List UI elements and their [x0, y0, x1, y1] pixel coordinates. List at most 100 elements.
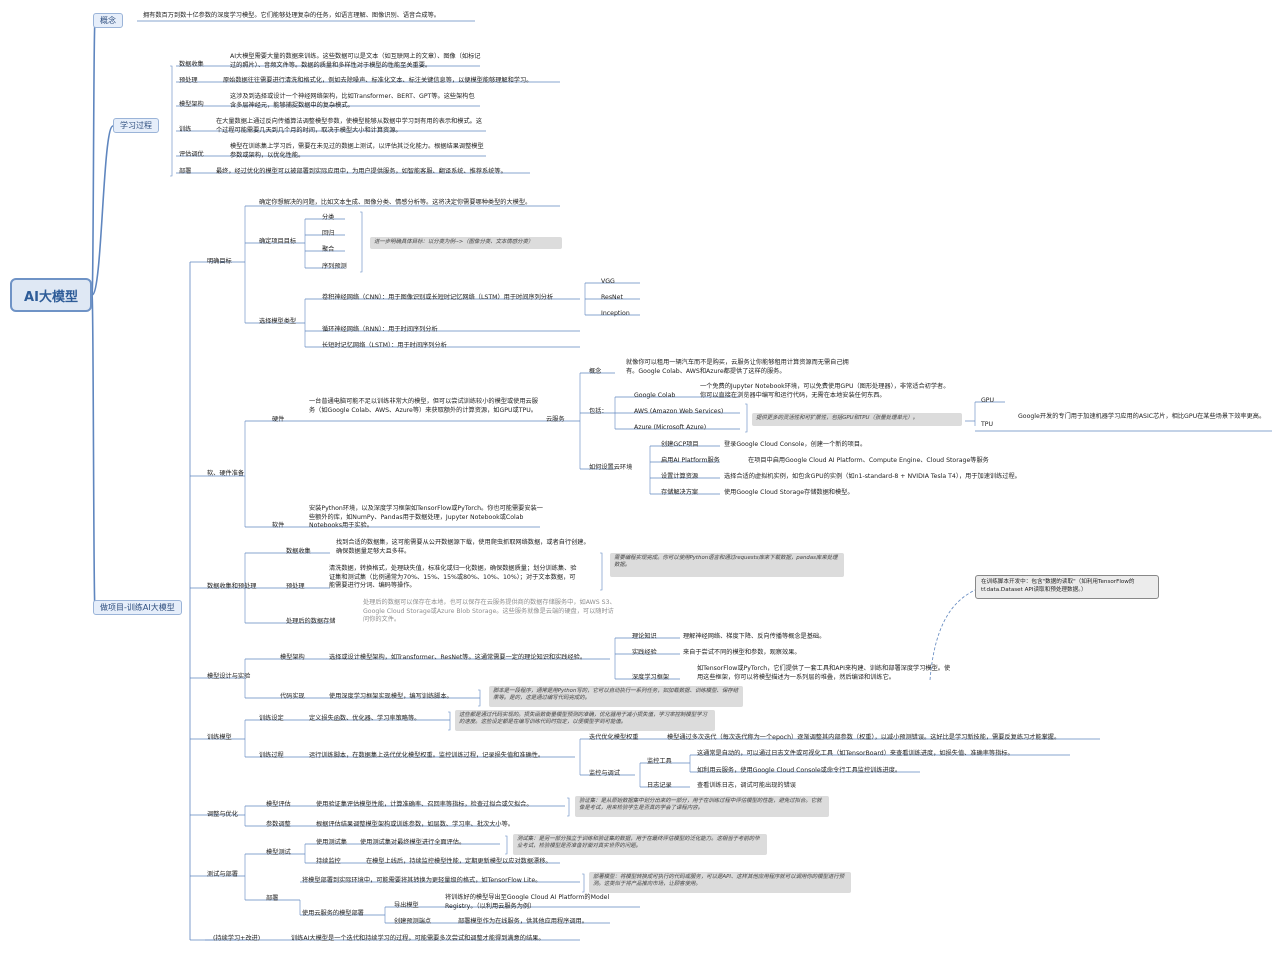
- model-type-node[interactable]: 选择模型类型: [259, 318, 297, 325]
- monitor-tools-node[interactable]: 监控工具: [647, 758, 672, 765]
- deploy-node[interactable]: 部署: [266, 895, 279, 902]
- project-node[interactable]: 做项目-训练AI大模型: [93, 600, 182, 615]
- pre-node[interactable]: 预处理: [286, 583, 305, 590]
- test-note: 测试集：是另一部分独立于训练和验证集的数据，用于在最终评估模型的泛化能力。这相当…: [513, 834, 767, 855]
- colab-text: 一个免费的Jupyter Notebook环境，可以免费使用GPU（图形处理器）…: [700, 383, 950, 399]
- learn-item-text: 最终，经过优化的模型可以被部署到实际应用中，为用户提供服务，如智能客服、翻译系统…: [216, 168, 507, 175]
- tpu-text: Google开发的专门用于加速机器学习应用的ASIC芯片，相比GPU在某些场景下…: [1018, 413, 1266, 420]
- cloud-more-note: 提供更多的灵活性和可扩展性，包括GPU和TPU（张量处理单元）。: [752, 413, 962, 426]
- cnn-item[interactable]: VGG: [601, 278, 615, 285]
- code-text: 使用深度学习框架实现模型，编写训练脚本。: [329, 693, 453, 700]
- theory-text: 理解神经网络、梯度下降、反向传播等概念是基础。: [683, 633, 826, 640]
- test-node[interactable]: 模型测试: [266, 849, 291, 856]
- hw-node[interactable]: 硬件: [272, 416, 285, 423]
- test-set-text: 使用测试集对最终模型进行全面评估。: [360, 839, 466, 846]
- learn-item-label[interactable]: 预处理: [179, 77, 198, 84]
- eval-node[interactable]: 模型评估: [266, 801, 291, 808]
- concept-node[interactable]: 概念: [93, 13, 123, 28]
- root-node[interactable]: AI大模型: [10, 278, 92, 312]
- azure-node[interactable]: Azure (Microsoft Azure): [634, 424, 707, 431]
- arch-node[interactable]: 模型架构: [280, 654, 305, 661]
- rnn-text: 循环神经网络（RNN）：用于时间序列分析: [322, 326, 438, 333]
- setup-step-text: 使用Google Cloud Storage存储数据和模型。: [724, 489, 854, 496]
- gpu-node[interactable]: GPU: [981, 397, 995, 404]
- tpu-node[interactable]: TPU: [981, 421, 994, 428]
- endpoint-node[interactable]: 创建预测端点: [394, 918, 432, 925]
- eval-text: 使用验证集评估模型性能，计算准确率、召回率等指标，检查过拟合或欠拟合。: [316, 801, 533, 808]
- learn-item-label[interactable]: 评估调优: [179, 151, 204, 158]
- collect-node[interactable]: 数据收集: [286, 548, 311, 555]
- cont-monitor-text: 在模型上线后，持续监控模型性能，定期更新模型以应对数据漂移。: [366, 858, 552, 865]
- train-setup-node[interactable]: 训练设定: [259, 715, 284, 722]
- aws-node[interactable]: AWS (Amazon Web Services): [634, 408, 724, 415]
- monitor-cloud-text: 如利用云服务，使用Google Cloud Console或命令行工具监控训练进…: [697, 767, 902, 774]
- practice-text: 来自于尝试不同的模型和参数，观察效果。: [683, 649, 801, 656]
- learn-item-label[interactable]: 训练: [179, 126, 192, 133]
- colab-node[interactable]: Google Colab: [634, 392, 676, 399]
- lstm-text: 长短时记忆网络（LSTM）：用于时间序列分析: [322, 342, 447, 349]
- continue-node[interactable]: (持续学习+改进): [213, 935, 261, 942]
- learn-item-text: 原始数据往往需要进行清洗和格式化，例如去除噪声、标准化文本、标注关键信息等，以便…: [223, 77, 533, 84]
- data-node[interactable]: 数据收集和预处理: [207, 583, 257, 590]
- include-node[interactable]: 包括：: [589, 408, 608, 415]
- deploy-group-node[interactable]: 测试与部署: [207, 871, 238, 878]
- code-node[interactable]: 代码实现: [280, 693, 305, 700]
- cnn-item[interactable]: Inception: [601, 310, 630, 317]
- setup-step-label[interactable]: 启用AI Platform服务: [661, 457, 720, 464]
- cloud-concept-text: 就像你可以租用一辆汽车而不是购买，云服务让你能够租用计算资源而无需自己拥有。Go…: [626, 359, 849, 375]
- connector-line: [478, 689, 481, 707]
- task-item[interactable]: 回归: [322, 230, 335, 237]
- design-node[interactable]: 模型设计与实验: [207, 673, 251, 680]
- tune-node[interactable]: 调整与优化: [207, 811, 238, 818]
- cont-monitor-node[interactable]: 持续监控: [316, 858, 341, 865]
- train-proc-node[interactable]: 训练过程: [259, 752, 284, 759]
- connector-line: [360, 211, 363, 273]
- iter-node[interactable]: 迭代优化模型权重: [589, 734, 639, 741]
- data-read-callout: 在训练脚本开发中：包含"数据的读取"（如利用TensorFlow的tf.data…: [975, 575, 1159, 599]
- theory-node[interactable]: 理论知识: [632, 633, 657, 640]
- learning-node[interactable]: 学习过程: [113, 118, 159, 133]
- learn-item-text: 在大量数据上通过反向传播算法调整模型参数，使模型能够从数据中学习到有用的表示和模…: [216, 118, 483, 134]
- train-setup-note: 这些都是通过代码实现的。损失函数衡量模型预测的准确，优化器用于减小损失值，学习率…: [455, 710, 715, 731]
- test-set-node[interactable]: 使用测试集: [316, 839, 347, 846]
- concept-desc: 拥有数百万到数十亿参数的深度学习模型。它们能够处理复杂的任务，如语言理解、图像识…: [143, 12, 440, 19]
- arch-text: 选择或设计模型架构，如Transformer、ResNet等。这通常需要一定的理…: [329, 654, 587, 661]
- cloud-deploy-node[interactable]: 使用云服务的模型部署: [302, 910, 364, 917]
- task-node[interactable]: 确定项目目标: [259, 238, 297, 245]
- export-node[interactable]: 导出模型: [394, 902, 419, 909]
- connector-line: [567, 797, 570, 817]
- pre-text: 清洗数据，转换格式，处理缺失值，标准化或归一化数据，确保数据质量；划分训练集、验…: [329, 565, 577, 590]
- cnn-item[interactable]: ResNet: [601, 294, 623, 301]
- adjust-node[interactable]: 参数调整: [266, 821, 291, 828]
- goal-node[interactable]: 明确目标: [207, 258, 232, 265]
- cloud-concept-node[interactable]: 概念: [589, 368, 602, 375]
- sw-node[interactable]: 软件: [272, 522, 285, 529]
- learn-item-label[interactable]: 部署: [179, 168, 192, 175]
- eval-note: 验证集：是从原始数据集中划分出来的一部分，用于在训练过程中评估模型的性能，避免过…: [575, 796, 829, 817]
- connector-line: [170, 65, 173, 177]
- monitor-tools-text: 这通常是自动的，可以通过日志文件或可视化工具（如TensorBoard）来查看训…: [697, 750, 1014, 757]
- cloud-node[interactable]: 云服务: [546, 416, 565, 423]
- connector-line: [600, 552, 603, 591]
- task-item[interactable]: 序列预测: [322, 263, 347, 270]
- setup-step-label[interactable]: 设置计算资源: [661, 473, 699, 480]
- monitor-node[interactable]: 监控与调试: [589, 770, 620, 777]
- practice-node[interactable]: 实践经验: [632, 649, 657, 656]
- task-item[interactable]: 聚合: [322, 246, 335, 253]
- env-node[interactable]: 软、硬件准备: [207, 470, 245, 477]
- log-node[interactable]: 日志记录: [647, 782, 672, 789]
- train-node[interactable]: 训练模型: [207, 734, 232, 741]
- setup-node[interactable]: 如何设置云环境: [589, 464, 633, 471]
- iter-text: 模型通过多次迭代（每次迭代称为一个epoch）逐渐调整其内部参数（权重），以减小…: [667, 734, 1061, 741]
- learn-item-label[interactable]: 数据收集: [179, 61, 204, 68]
- store-node[interactable]: 处理后的数据存储: [286, 618, 336, 625]
- setup-step-label[interactable]: 创建GCP项目: [661, 441, 699, 448]
- connector-line: [505, 835, 508, 855]
- export-text: 将训练好的模型导出至Google Cloud AI Platform的Model…: [445, 894, 610, 910]
- dl-node[interactable]: 深度学习框架: [632, 674, 670, 681]
- task-item[interactable]: 分类: [322, 214, 335, 221]
- learn-item-label[interactable]: 模型架构: [179, 101, 204, 108]
- setup-step-label[interactable]: 存储解决方案: [661, 489, 699, 496]
- deploy-note: 部署模型：将模型转换成可执行的代码或服务，可以是API、这样其他应用程序就可以调…: [589, 872, 851, 893]
